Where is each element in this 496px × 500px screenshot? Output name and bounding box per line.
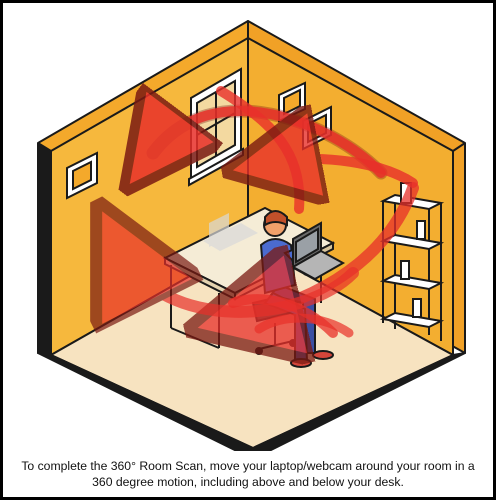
scan-instruction-text: To complete the 360° Room Scan, move you… xyxy=(3,459,493,490)
wall-edge-shadow xyxy=(38,143,51,355)
room-scan-illustration xyxy=(3,3,493,451)
caption-line-2: 360 degree motion, including above and b… xyxy=(3,475,493,491)
scan-instructions-panel: To complete the 360° Room Scan, move you… xyxy=(3,3,493,497)
caption-line-1: To complete the 360° Room Scan, move you… xyxy=(3,459,493,475)
